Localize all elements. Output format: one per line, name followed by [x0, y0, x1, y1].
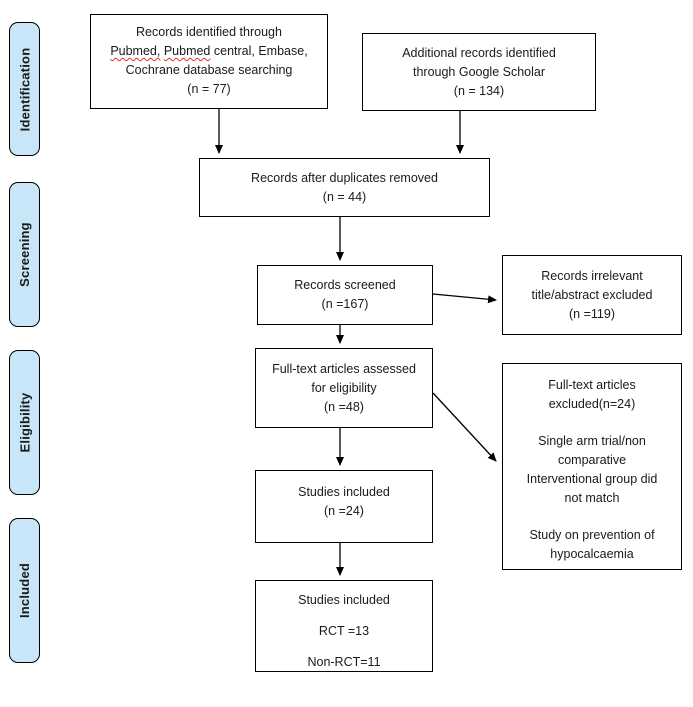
fulltext-excluded-reason2: Study on prevention of hypocalcaemia	[503, 526, 681, 564]
fulltext-excluded-reason1-line1: Single arm trial/non	[538, 434, 646, 448]
fulltext-excluded-reason1-line3: Interventional group did	[526, 472, 658, 486]
box-records-irrelevant-line2: title/abstract excluded	[531, 287, 653, 302]
stage-label-included: Included	[9, 518, 40, 663]
box-fulltext-excluded: Full-text articles excluded(n=24) Single…	[502, 363, 682, 570]
box-studies-included: Studies included (n =24)	[255, 470, 433, 543]
box-final-line1: Studies included	[298, 593, 390, 607]
box-additional-records-line1: Additional records identified	[402, 45, 556, 60]
stage-label-identification: Identification	[9, 22, 40, 156]
arrow-fulltext-to-excluded	[432, 392, 497, 462]
misspelled-word-pubmed1: Pubmed,	[110, 44, 161, 58]
fulltext-excluded-count: excluded(n=24)	[548, 397, 636, 411]
box-records-screened-line1: Records screened	[294, 278, 396, 292]
box-records-identified-line2-rest: central, Embase,	[213, 44, 308, 58]
fulltext-excluded-heading: Full-text articles excluded(n=24)	[503, 376, 681, 414]
box-studies-included-count: (n =24)	[324, 504, 364, 518]
box-final-rct-count: RCT =13	[318, 624, 370, 638]
box-additional-records-line2: through Google Scholar	[412, 64, 546, 79]
box-records-identified-line2: Pubmed, Pubmed central, Embase,	[91, 42, 327, 61]
misspelled-word-pubmed2: Pubmed	[163, 44, 211, 58]
box-duplicates-removed-count: (n = 44)	[322, 189, 367, 204]
box-additional-records: Additional records identified through Go…	[362, 33, 596, 111]
fulltext-excluded-reason1-line4: not match	[564, 491, 620, 505]
box-records-irrelevant: Records irrelevant title/abstract exclud…	[502, 255, 682, 335]
box-records-identified-line1: Records identified through	[136, 25, 282, 39]
box-studies-included-final: Studies included RCT =13 Non-RCT=11	[255, 580, 433, 672]
box-records-screened-count: (n =167)	[321, 297, 369, 311]
fulltext-excluded-reason2-line2: hypocalcaemia	[550, 547, 634, 561]
stage-label-eligibility: Eligibility	[9, 350, 40, 495]
fulltext-excluded-reason1-line2: comparative	[557, 453, 627, 467]
fulltext-excluded-reason2-line1: Study on prevention of	[529, 528, 655, 542]
box-fulltext-assessed-count: (n =48)	[324, 399, 364, 414]
box-records-screened: Records screened (n =167)	[257, 265, 433, 325]
box-additional-records-count: (n = 134)	[453, 83, 505, 98]
box-fulltext-assessed: Full-text articles assessed for eligibil…	[255, 348, 433, 428]
box-studies-included-line1: Studies included	[298, 485, 390, 499]
box-records-identified-line3: Cochrane database searching	[125, 63, 293, 77]
box-records-identified-count: (n = 77)	[187, 82, 231, 96]
box-records-irrelevant-line1: Records irrelevant	[541, 268, 643, 283]
box-records-identified: Records identified through Pubmed, Pubme…	[90, 14, 328, 109]
stage-label-screening: Screening	[9, 182, 40, 327]
box-final-nonrct-count: Non-RCT=11	[307, 655, 381, 669]
box-fulltext-assessed-line2: for eligibility	[311, 380, 377, 395]
fulltext-excluded-heading-line1: Full-text articles	[548, 378, 636, 392]
arrow-screened-to-irrelevant	[432, 293, 497, 304]
box-duplicates-removed: Records after duplicates removed (n = 44…	[199, 158, 490, 217]
box-fulltext-assessed-line1: Full-text articles assessed	[272, 361, 416, 376]
fulltext-excluded-reason1: Single arm trial/non comparative Interve…	[503, 432, 681, 508]
box-duplicates-removed-line1: Records after duplicates removed	[251, 170, 438, 185]
box-records-irrelevant-count: (n =119)	[569, 306, 615, 321]
